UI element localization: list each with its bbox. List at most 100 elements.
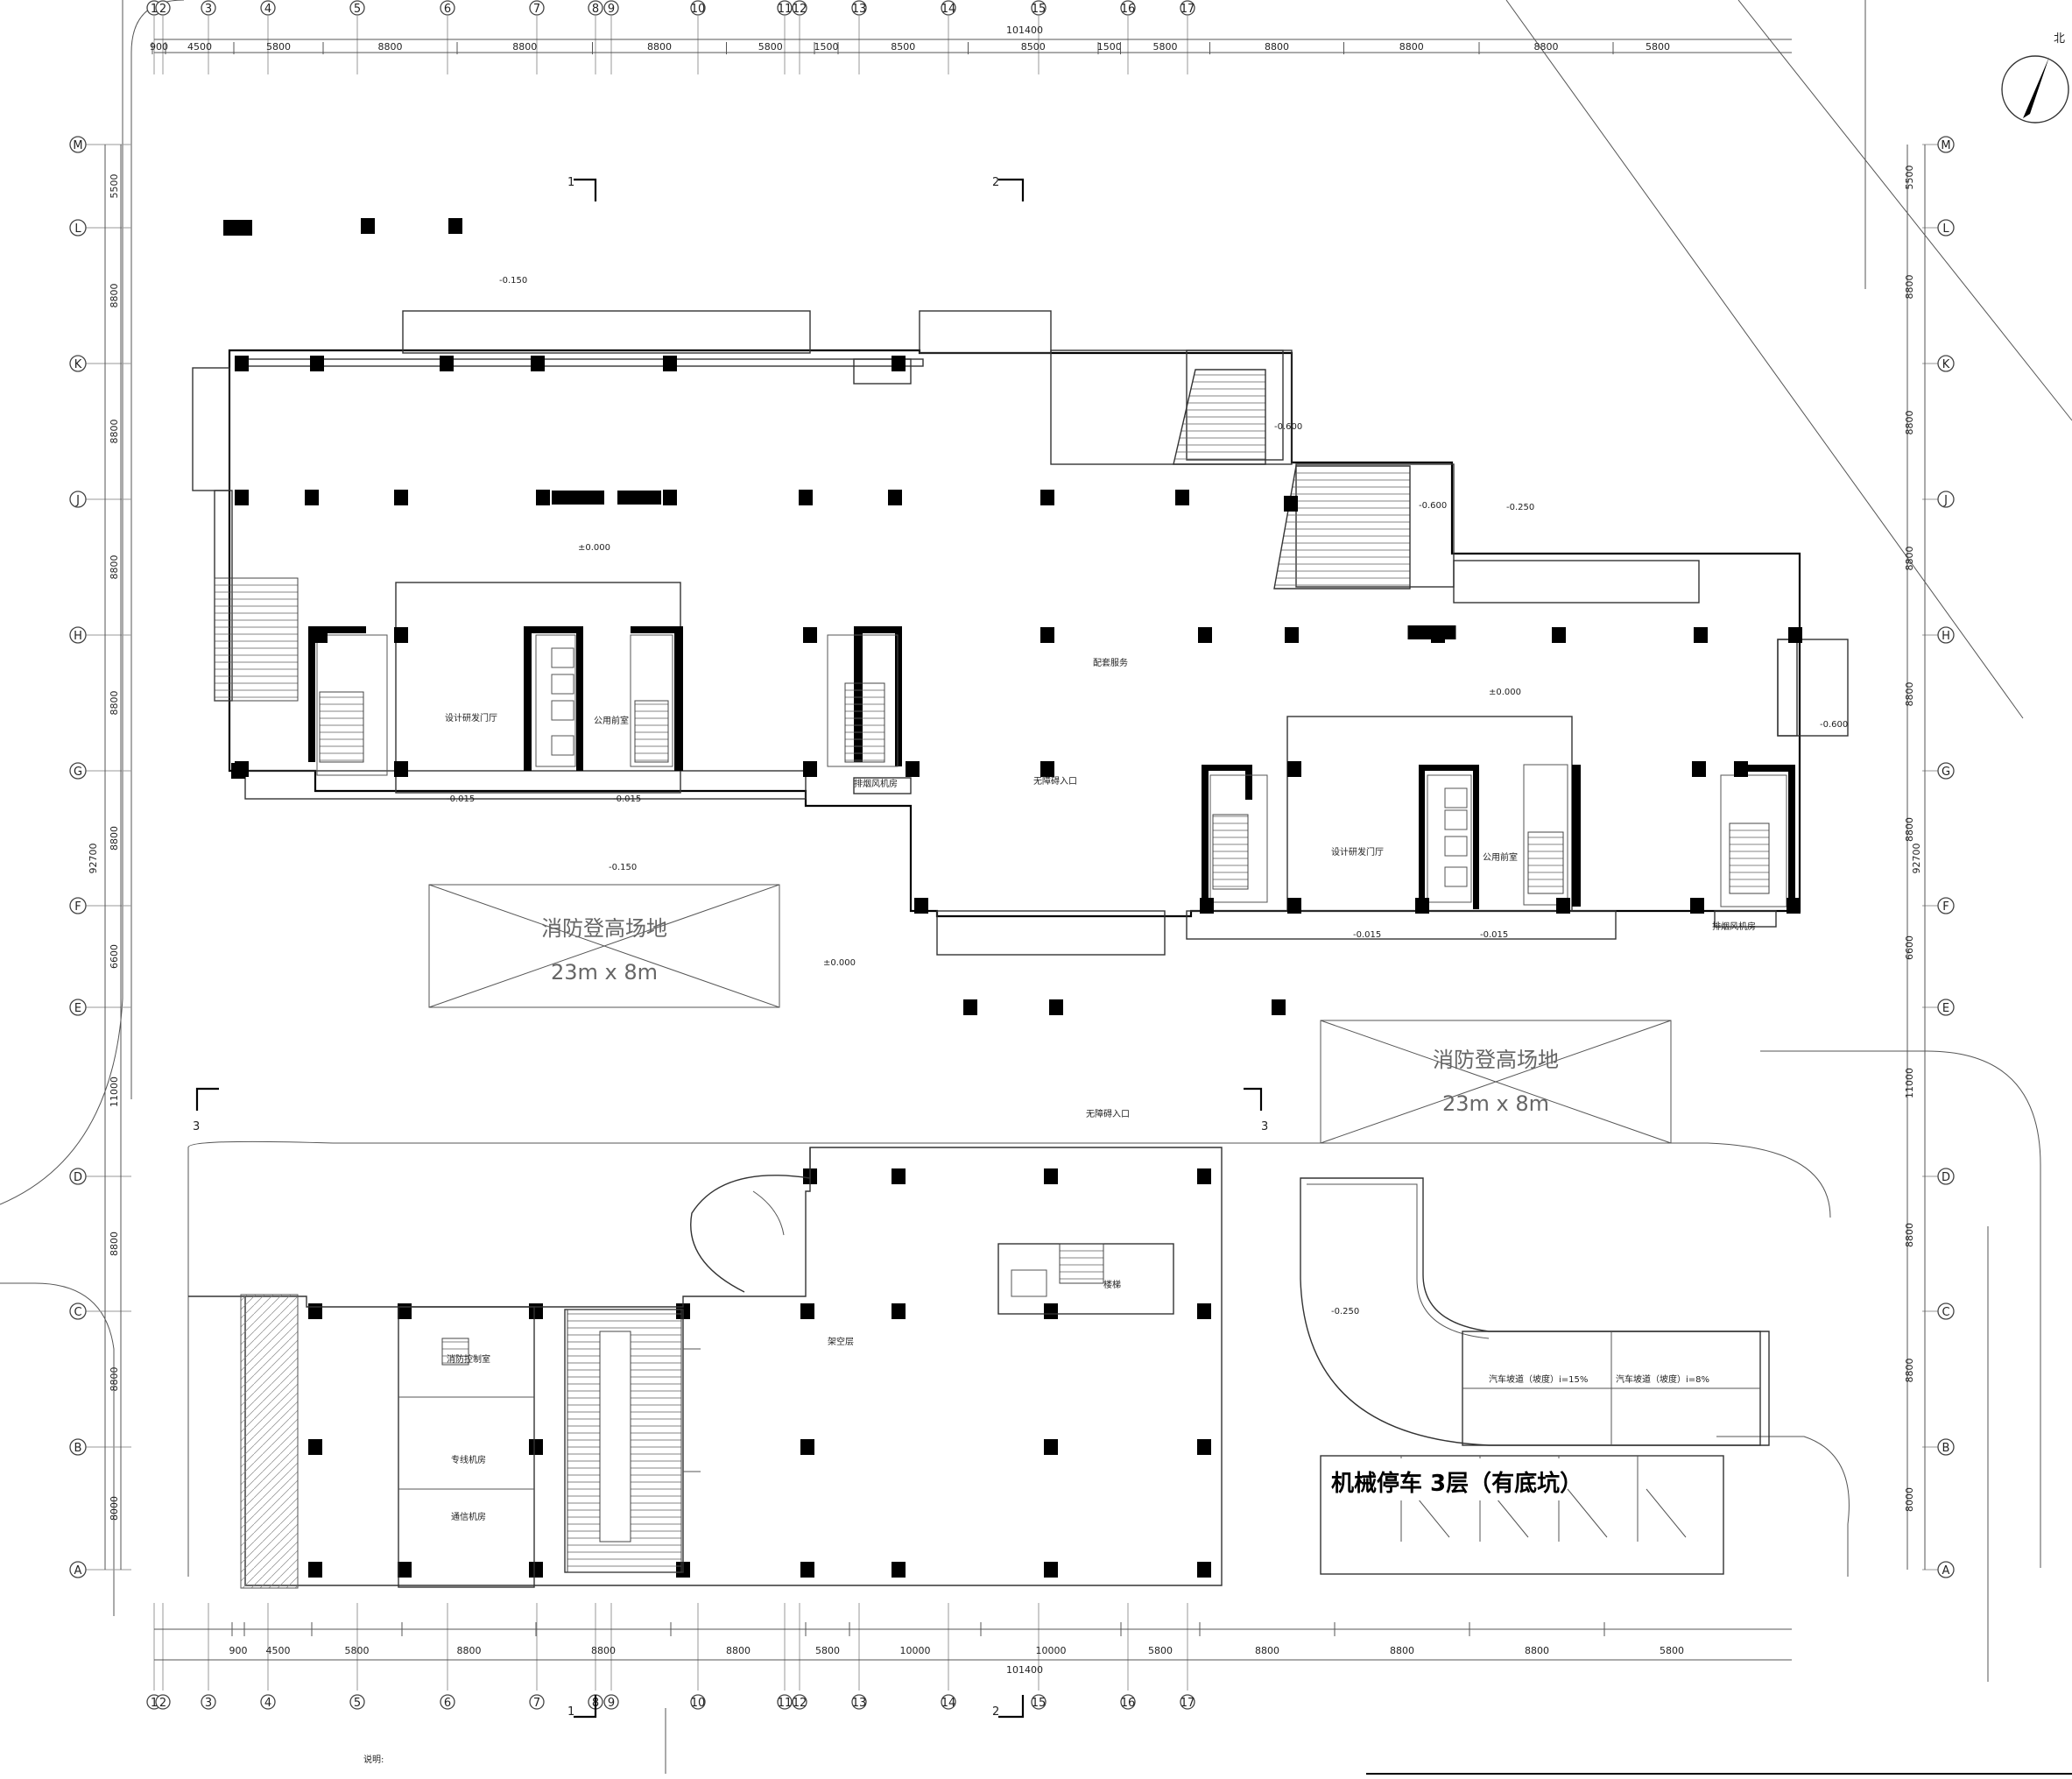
dim-top-span: 900	[150, 41, 168, 53]
dim-top-span: 8800	[512, 41, 537, 53]
dim-left-span: 11000	[109, 1077, 120, 1107]
room-labels: 设计研发门厅 公用前室 配套服务 设计研发门厅 公用前室 排烟风机房 排烟风机房…	[445, 657, 1756, 1522]
room-fan-right: 排烟风机房	[1712, 921, 1756, 932]
column-axis-bubble	[777, 0, 793, 16]
dim-right-span: 8800	[1904, 547, 1915, 571]
dim-left-span: 8800	[109, 1367, 120, 1392]
column-axis-label: 13	[852, 1697, 867, 1710]
structural-column	[1285, 627, 1299, 643]
row-axis-bubble	[1937, 897, 1955, 914]
level-250-parking: -0.250	[1331, 1307, 1359, 1317]
structural-column	[1044, 1562, 1058, 1578]
dim-right-span: 8800	[1904, 1359, 1915, 1383]
dim-left-span: 8800	[109, 691, 120, 716]
row-axis-bubble	[1937, 491, 1955, 508]
dim-top-span: 8800	[1265, 41, 1289, 53]
structural-column	[1198, 627, 1212, 643]
structural-column	[448, 218, 462, 234]
dim-top-span: 8500	[1021, 41, 1046, 53]
column-axis-bubble	[690, 0, 706, 16]
structural-column	[1200, 898, 1214, 914]
structural-column	[892, 1168, 906, 1184]
dim-bottom-span: 10000	[1036, 1645, 1067, 1656]
structural-column	[1040, 490, 1054, 505]
column-axis-bubble	[440, 1694, 455, 1710]
dim-bottom-span: 8800	[1525, 1645, 1549, 1656]
row-axis-label: G	[74, 766, 82, 779]
column-axis-label: 2	[159, 3, 166, 16]
column-axis-bubble	[603, 0, 619, 16]
column-axis-label: 16	[1121, 3, 1136, 16]
structural-column	[1287, 761, 1301, 777]
row-axis-label: K	[74, 358, 82, 371]
dim-bottom-span: 4500	[266, 1645, 291, 1656]
column-axis-bubble	[349, 1694, 365, 1710]
structural-column	[800, 1303, 814, 1319]
column-axis-bubble	[1180, 0, 1195, 16]
room-lobby-right: 设计研发门厅	[1331, 846, 1384, 858]
structural-wall-column	[1407, 625, 1456, 639]
row-axis-label: D	[1942, 1171, 1950, 1184]
level-015-d: -0.015	[1480, 930, 1508, 940]
column-axis-label: 12	[793, 1697, 807, 1710]
dim-bottom-span: 10000	[900, 1645, 931, 1656]
dim-right-span: 5500	[1904, 166, 1915, 190]
column-axis-label: 17	[1180, 1697, 1195, 1710]
section-mark-3-left: 3	[193, 1120, 200, 1133]
structural-column	[1049, 999, 1063, 1015]
row-axis-bubble	[69, 219, 87, 236]
structural-column	[892, 1562, 906, 1578]
structural-column	[1197, 1562, 1211, 1578]
dim-right-total: 92700	[1911, 844, 1922, 874]
column-axis-bubble	[588, 0, 603, 16]
structural-column	[800, 1439, 814, 1455]
column-axis-label: 4	[264, 1697, 271, 1710]
dim-bottom-span: 5800	[1660, 1645, 1684, 1656]
row-axis-bubble	[1937, 355, 1955, 372]
structural-column	[1044, 1168, 1058, 1184]
room-overhead: 架空层	[828, 1336, 854, 1347]
row-axis-label: L	[74, 222, 81, 236]
row-axis-bubble	[69, 136, 87, 153]
dim-bottom-span: 5800	[1148, 1645, 1173, 1656]
row-axis-bubble	[69, 762, 87, 780]
dim-top-span: 5800	[758, 41, 783, 53]
structural-column	[1197, 1303, 1211, 1319]
column-axis-bubble	[349, 0, 365, 16]
section-mark-2-bottom: 2	[992, 1705, 999, 1719]
structural-column	[529, 1562, 543, 1578]
row-axis-bubble	[69, 1168, 87, 1185]
column-axis-bubble	[777, 1694, 793, 1710]
structural-column	[1287, 898, 1301, 914]
structural-column	[892, 356, 906, 371]
row-axis-bubble	[1937, 999, 1955, 1016]
structural-column	[1040, 627, 1054, 643]
column-axis-bubble	[941, 0, 956, 16]
row-axis-bubble	[1937, 1168, 1955, 1185]
structural-column	[1692, 761, 1706, 777]
structural-column	[663, 356, 677, 371]
column-axis-label: 9	[608, 1697, 615, 1710]
row-axis-label: B	[74, 1442, 82, 1455]
fire-pad-right-line2: 23m x 8m	[1442, 1091, 1549, 1116]
structural-column	[1272, 999, 1286, 1015]
column-axis-label: 15	[1032, 1697, 1047, 1710]
structural-column	[1044, 1439, 1058, 1455]
room-public-right: 公用前室	[1483, 851, 1518, 863]
level-600-c: -0.600	[1820, 720, 1848, 730]
structural-wall-column	[617, 491, 661, 505]
structural-column	[308, 1439, 322, 1455]
dim-top-span: 1500	[814, 41, 839, 53]
dim-right-span: 11000	[1904, 1068, 1915, 1098]
dim-right-span: 8800	[1904, 411, 1915, 435]
row-axis-label: A	[1942, 1564, 1950, 1578]
parking-structure: 机械停车 3层（有底坑） 汽车坡道（坡度）i=15% 汽车坡道（坡度）i=8%	[1300, 1177, 1770, 1575]
column-axis-label: 3	[205, 3, 212, 16]
dim-bottom-span: 8800	[591, 1645, 616, 1656]
notes-label: 说明:	[363, 1754, 384, 1765]
dim-right-span: 8000	[1904, 1487, 1915, 1512]
level-marks: ±0.000 ±0.000 ±0.000 -0.150 -0.150 -0.01…	[447, 276, 1848, 1317]
structural-column	[231, 763, 245, 779]
